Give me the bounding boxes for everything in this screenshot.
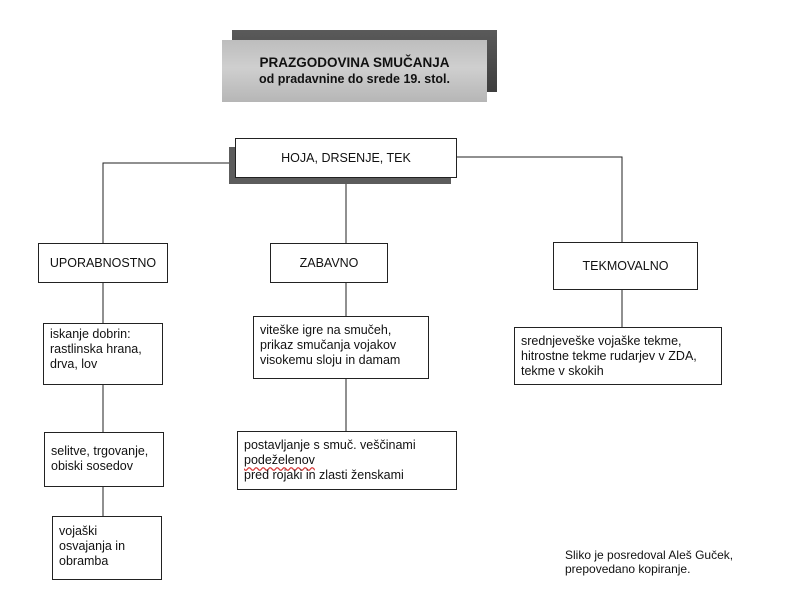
zabavno-item-2-line-3: pred rojaki in zlasti ženskami <box>244 468 404 482</box>
connector-root-uporabnostno <box>102 162 235 243</box>
credit-note: Sliko je posredoval Aleš Guček, prepoved… <box>565 548 734 576</box>
category-zabavno: ZABAVNO <box>270 243 388 283</box>
uporabnostno-item-1: iskanje dobrin: rastlinska hrana, drva, … <box>43 323 163 385</box>
tekmovalno-item-1: srednjeveške vojaške tekme, hitrostne te… <box>514 327 722 385</box>
title-main: PRAZGODOVINA SMUČANJA <box>259 55 450 70</box>
category-tekmovalno-label: TEKMOVALNO <box>582 258 669 273</box>
zabavno-item-2: postavljanje s smuč. veščinami podeželen… <box>237 431 457 490</box>
title-banner-face: PRAZGODOVINA SMUČANJA od pradavnine do s… <box>222 40 487 102</box>
title-banner: PRAZGODOVINA SMUČANJA od pradavnine do s… <box>222 30 497 102</box>
uporabnostno-item-2: selitve, trgovanje, obiski sosedov <box>44 432 164 487</box>
title-subtitle: od pradavnine do srede 19. stol. <box>258 72 451 86</box>
root-node-label: HOJA, DRSENJE, TEK <box>281 150 411 165</box>
category-uporabnostno: UPORABNOSTNO <box>38 243 168 283</box>
connector-root-tekmovalno <box>457 156 623 242</box>
category-tekmovalno: TEKMOVALNO <box>553 242 698 290</box>
zabavno-item-1: viteške igre na smučeh, prikaz smučanja … <box>253 316 429 379</box>
uporabnostno-item-3: vojaški osvajanja in obramba <box>52 516 162 580</box>
zabavno-item-2-line-1: postavljanje s smuč. veščinami <box>244 438 416 452</box>
category-uporabnostno-label: UPORABNOSTNO <box>49 255 157 270</box>
category-zabavno-label: ZABAVNO <box>299 255 359 270</box>
zabavno-item-2-line-2: podeželenov <box>244 453 315 467</box>
root-node: HOJA, DRSENJE, TEK <box>235 138 457 178</box>
